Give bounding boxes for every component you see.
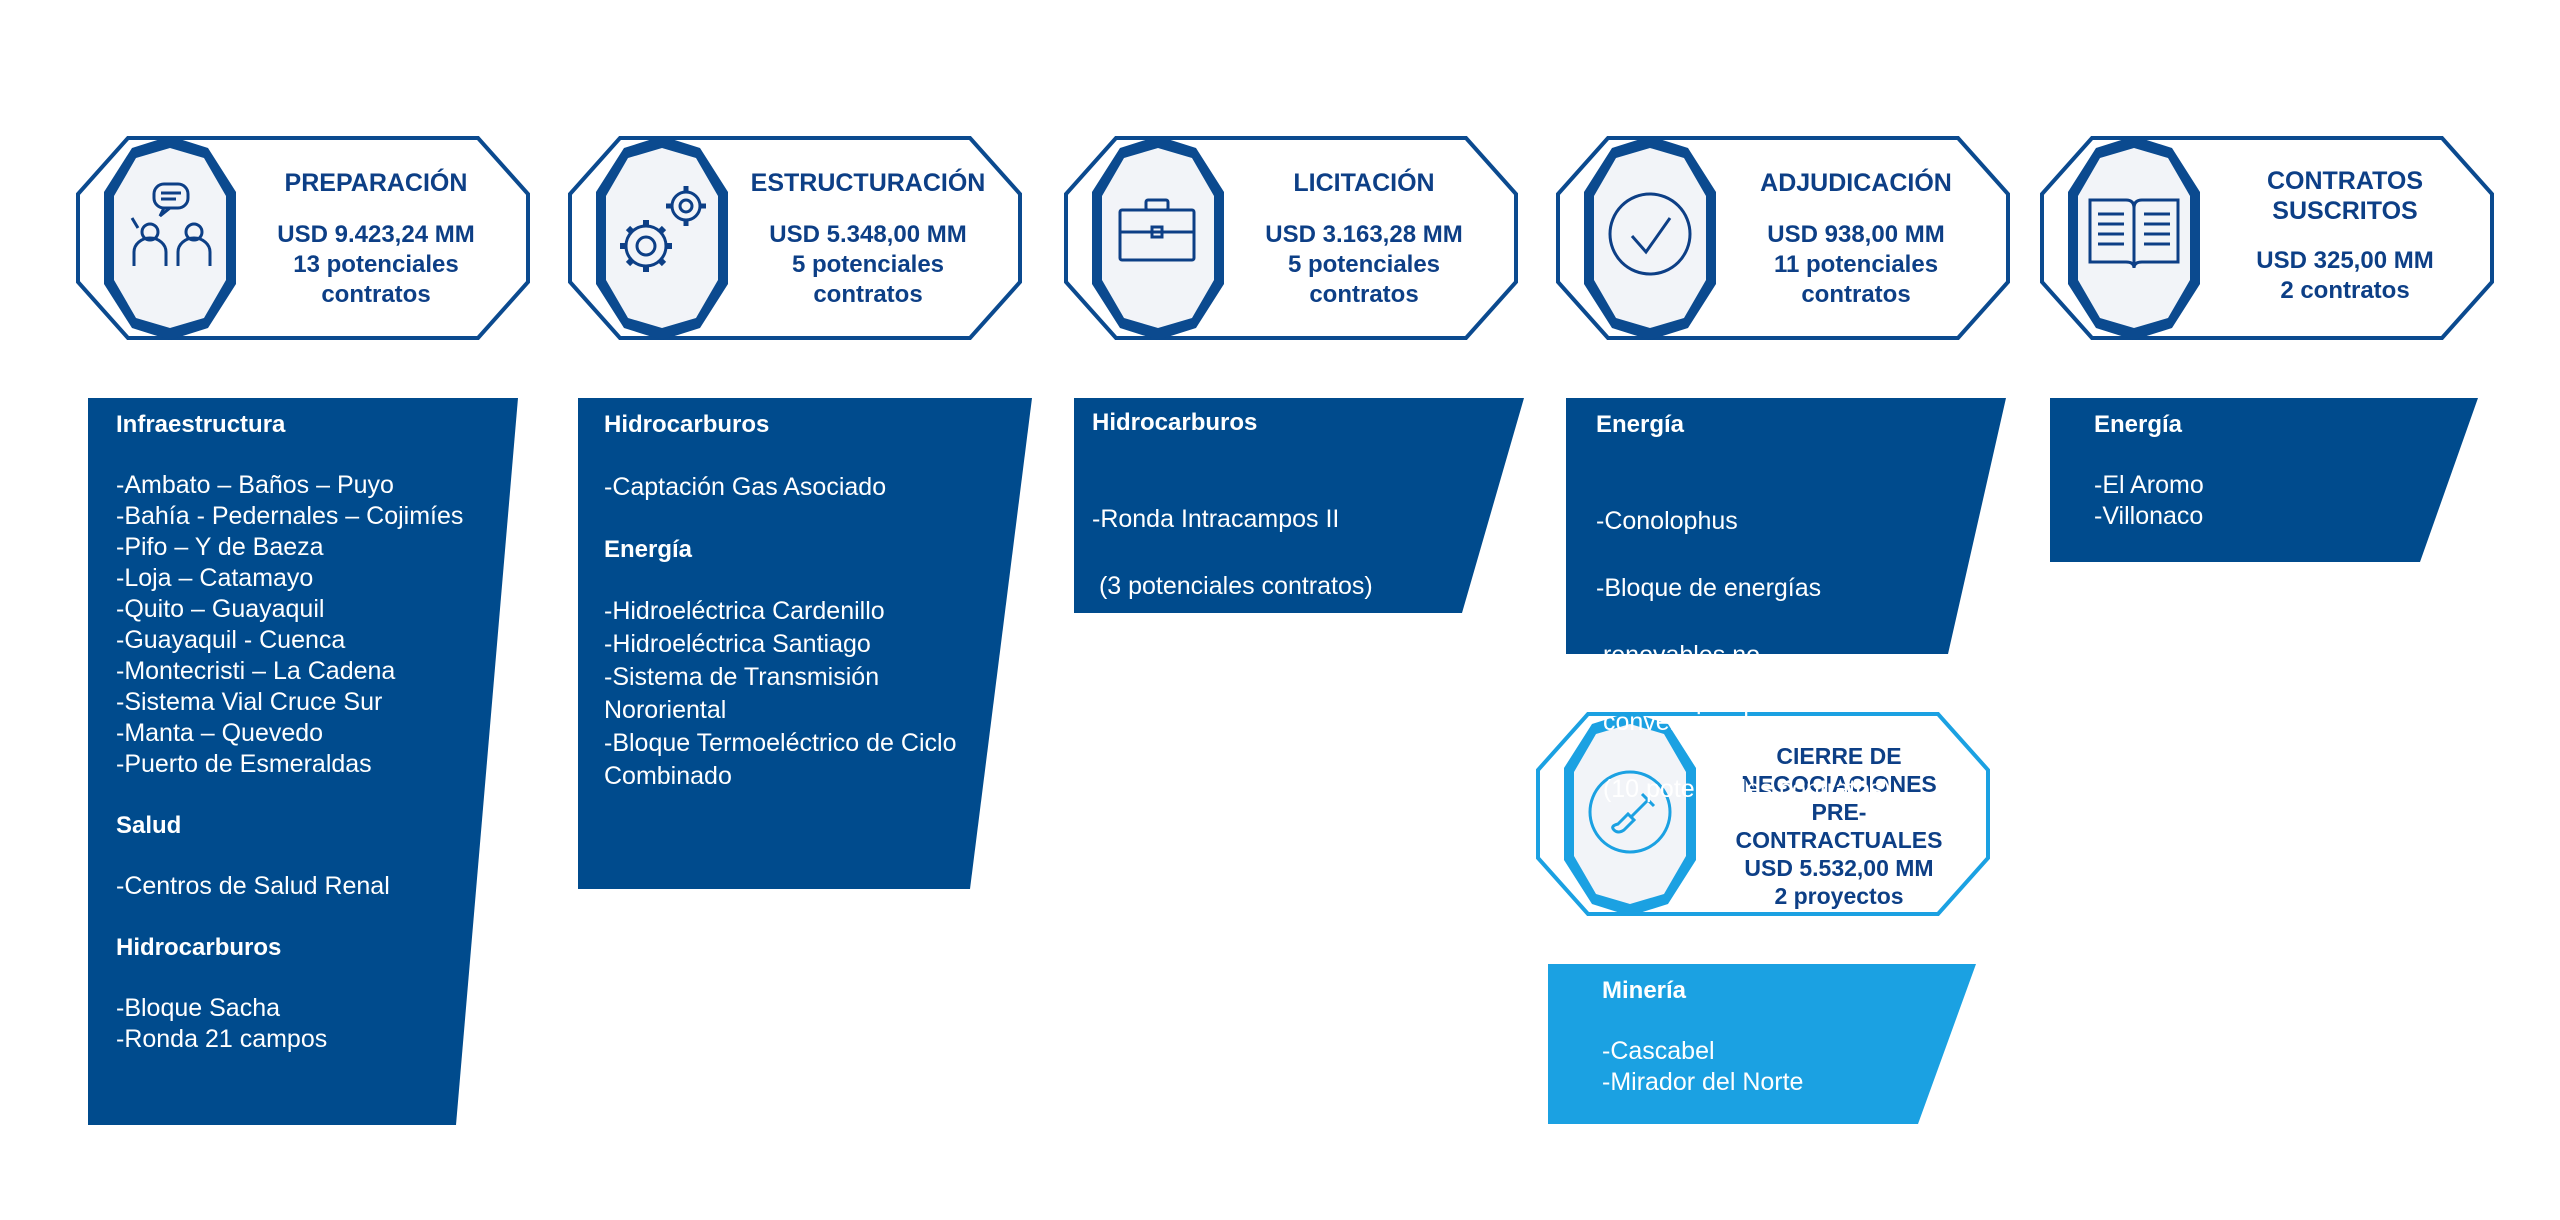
- project-list: -Conolophus -Bloque de energías renovabl…: [1596, 470, 1996, 841]
- book-icon: [2088, 198, 2180, 269]
- panel-shape: [1548, 964, 1976, 1124]
- project-list: -Captación Gas Asociado: [604, 470, 994, 504]
- list-item: -Guayaquil - Cuenca: [116, 626, 346, 654]
- list-item: -Captación Gas Asociado: [604, 473, 887, 501]
- category-heading: Salud: [116, 812, 182, 839]
- project-list: -Bloque Sacha -Ronda 21 campos: [116, 993, 516, 1055]
- stage-title: CIERRE DE NEGOCIACIONES PRE-CONTRACTUALE…: [1735, 743, 1943, 853]
- list-item: convencionales: [1596, 708, 1776, 736]
- list-item: -Ronda 21 campos: [116, 1025, 328, 1053]
- project-list: -Ambato – Baños – Puyo -Bahía - Pedernal…: [116, 470, 516, 780]
- category-heading: Energía: [2094, 411, 2183, 438]
- chat-people-icon: [130, 182, 212, 266]
- stage-amount: USD 325,00 MM: [2256, 247, 2434, 274]
- stage-badge-contratos: CONTRATOS SUSCRITOS USD 325,00 MM 2 cont…: [2040, 136, 2494, 340]
- stage-badge-cierre: CIERRE DE NEGOCIACIONES PRE-CONTRACTUALE…: [1536, 712, 1990, 916]
- list-item: -Cascabel: [1602, 1037, 1715, 1065]
- panel-shape: [1566, 398, 2006, 654]
- list-item: -Campo Amistad: [1092, 706, 1277, 734]
- stage-title: LICITACIÓN: [1293, 169, 1435, 197]
- category-heading: Energía: [1596, 411, 1685, 438]
- stage-amount: USD 3.163,28 MM: [1265, 221, 1463, 248]
- stage-detail: 5 potenciales contratos: [791, 251, 945, 308]
- stage-amount: USD 5.532,00 MM: [1744, 855, 1934, 881]
- stage-amount: USD 9.423,24 MM: [277, 221, 475, 248]
- list-item: -Hidroeléctrica Santiago: [604, 630, 871, 658]
- panel-licitacion: Hidrocarburos -Ronda Intracampos II (3 p…: [1092, 408, 1512, 772]
- stage-detail: 2 proyectos: [1774, 883, 1904, 909]
- list-item: -Loja – Catamayo: [116, 564, 314, 592]
- list-item: -Puerto de Esmeraldas: [116, 750, 372, 778]
- stage-title: ADJUDICACIÓN: [1760, 169, 1952, 197]
- badge-frame: [76, 136, 530, 340]
- list-item: -Conolophus: [1596, 507, 1738, 535]
- stage-detail: 2 contratos: [2280, 277, 2410, 304]
- badge-frame: [568, 136, 1022, 340]
- project-list: -Centros de Salud Renal: [116, 871, 516, 902]
- badge-frame: [1556, 136, 2010, 340]
- stage-badge-adjudicacion: ADJUDICACIÓN USD 938,00 MM 11 potenciale…: [1556, 136, 2010, 340]
- stage-badge-preparacion: PREPARACIÓN USD 9.423,24 MM 13 potencial…: [76, 136, 530, 340]
- list-item: -Bahía - Pedernales – Cojimíes: [116, 502, 464, 530]
- category-heading: Infraestructura: [116, 411, 286, 438]
- list-item: -Ambato – Baños – Puyo: [116, 471, 394, 499]
- list-item: -Villonaco: [2094, 502, 2204, 530]
- list-item: -Mirador del Norte: [1602, 1068, 1804, 1096]
- stage-badge-estructuracion: ESTRUCTURACIÓN USD 5.348,00 MM 5 potenci…: [568, 136, 1022, 340]
- list-item: -Manta – Quevedo: [116, 719, 324, 747]
- category-heading: Hidrocarburos: [604, 411, 770, 438]
- list-item: -Pifo – Y de Baeza: [116, 533, 324, 561]
- list-item: -Quito – Guayaquil: [116, 595, 325, 623]
- list-item: -El Aromo: [2094, 471, 2204, 499]
- panel-shape: [1074, 398, 1524, 613]
- project-list: -Hidroeléctrica Cardenillo -Hidroeléctri…: [604, 595, 994, 793]
- list-item: -Bloque Termoeléctrico de Ciclo Combinad…: [604, 729, 957, 790]
- gears-icon: [620, 186, 706, 272]
- panel-shape: [2050, 398, 2478, 562]
- checkmark-icon: [1608, 192, 1692, 276]
- panel-shape: [578, 398, 1032, 889]
- stage-detail: 13 potenciales contratos: [293, 251, 459, 308]
- project-list: -Ronda Intracampos II (3 potenciales con…: [1092, 468, 1512, 772]
- stage-amount: USD 5.348,00 MM: [769, 221, 967, 248]
- list-item: -Hidroeléctrica Cardenillo: [604, 597, 885, 625]
- stage-title: CONTRATOS SUSCRITOS: [2266, 167, 2424, 225]
- shovel-icon: [1588, 770, 1672, 854]
- list-item: -Bloque de energías: [1596, 574, 1822, 602]
- list-item: -Centros de Salud Renal: [116, 872, 390, 900]
- stage-detail: 5 potenciales contratos: [1287, 251, 1441, 308]
- panel-preparacion: Infraestructura -Ambato – Baños – Puyo -…: [116, 410, 516, 1055]
- category-heading: Minería: [1602, 977, 1687, 1004]
- stage-title: PREPARACIÓN: [284, 169, 468, 197]
- list-item: (3 potenciales contratos): [1092, 572, 1373, 600]
- list-item: (10 potenciales contratos): [1596, 775, 1891, 803]
- category-heading: Hidrocarburos: [116, 934, 282, 961]
- panel-cierre: Minería -Cascabel -Mirador del Norte: [1602, 976, 1942, 1098]
- stage-detail: 11 potenciales contratos: [1773, 251, 1939, 308]
- panel-contratos: Energía -El Aromo -Villonaco: [2094, 410, 2454, 532]
- list-item: -Sistema de Transmisión Nororiental: [604, 663, 880, 724]
- panel-estructuracion: Hidrocarburos -Captación Gas Asociado En…: [604, 410, 994, 793]
- project-list: -El Aromo -Villonaco: [2094, 470, 2454, 532]
- list-item: -Montecristi – La Cadena: [116, 657, 396, 685]
- list-item: -Bloque Sacha: [116, 994, 281, 1022]
- list-item: -Sistema Vial Cruce Sur: [116, 688, 383, 716]
- list-item: renovables no: [1596, 641, 1761, 669]
- stage-title: ESTRUCTURACIÓN: [750, 169, 986, 197]
- panel-adjudicacion: Energía -Conolophus -Bloque de energías …: [1596, 410, 1996, 841]
- category-heading: Energía: [604, 536, 693, 563]
- badge-frame: [1536, 712, 1990, 916]
- list-item: -Ronda Intracampos II: [1092, 505, 1340, 533]
- panel-shape: [88, 398, 518, 1125]
- list-item: -Refinería de Esmeraldas: [1092, 639, 1376, 667]
- briefcase-icon: [1118, 198, 1196, 262]
- stage-amount: USD 938,00 MM: [1767, 221, 1945, 248]
- category-heading: Hidrocarburos: [1092, 409, 1258, 436]
- stage-badge-licitacion: LICITACIÓN USD 3.163,28 MM 5 potenciales…: [1064, 136, 1518, 340]
- project-list: -Cascabel -Mirador del Norte: [1602, 1036, 1942, 1098]
